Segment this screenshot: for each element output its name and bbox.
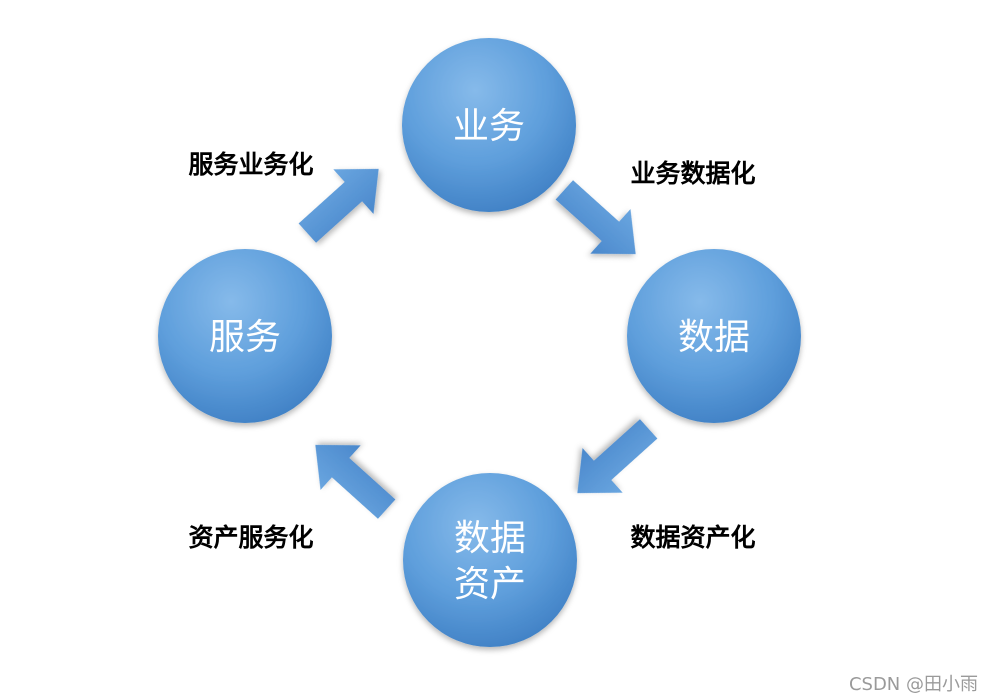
arrow-data-to-asset <box>577 419 658 494</box>
node-service-label: 服务 <box>209 317 281 358</box>
node-data-asset: 数据 资产 <box>403 473 577 647</box>
arrow-asset-to-service <box>315 444 396 519</box>
arrow-business-to-data <box>555 180 636 255</box>
node-data-label: 数据 <box>678 317 750 358</box>
node-business-label: 业务 <box>453 106 525 147</box>
edge-label-service-to-business: 服务业务化 <box>188 150 313 179</box>
node-data-asset-label-line2: 资产 <box>454 564 526 605</box>
node-data-asset-label-line1: 数据 <box>454 518 526 559</box>
node-service: 服务 <box>158 249 332 423</box>
watermark: CSDN @田小雨 <box>849 674 978 695</box>
arrow-service-to-business <box>298 168 379 243</box>
node-data: 数据 <box>627 249 801 423</box>
edge-label-data-to-asset: 数据资产化 <box>630 523 755 552</box>
edge-label-asset-to-service: 资产服务化 <box>188 523 313 552</box>
edge-label-business-to-data: 业务数据化 <box>630 159 755 188</box>
node-business: 业务 <box>402 38 576 212</box>
